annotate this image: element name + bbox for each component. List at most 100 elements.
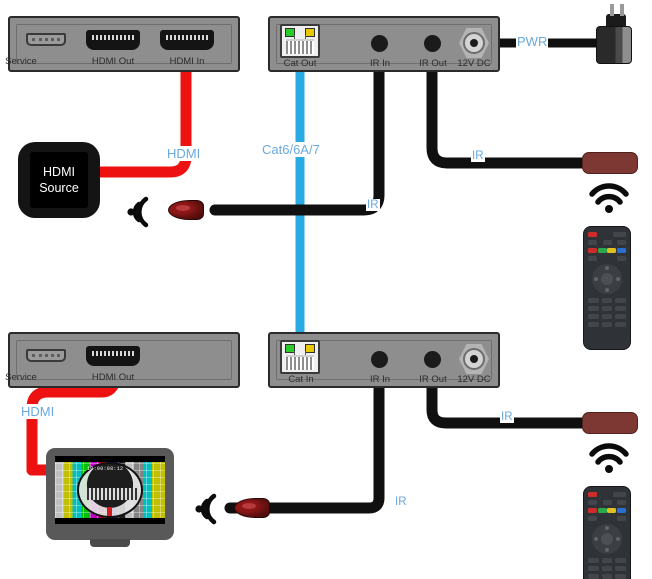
cable-label-ir-top-emitter: IR bbox=[366, 199, 380, 211]
ir-remote-bottom[interactable] bbox=[583, 486, 631, 579]
remote-yellow-button[interactable] bbox=[607, 508, 617, 513]
ir-receiver-top[interactable] bbox=[582, 152, 638, 174]
port-hdmi-out-transmitter[interactable] bbox=[86, 30, 140, 50]
remote-dpad-down[interactable] bbox=[605, 288, 609, 292]
remote-key-0[interactable] bbox=[601, 322, 613, 327]
ir-signal-waves-top-left bbox=[118, 195, 152, 234]
remote-yellow-button[interactable] bbox=[607, 248, 617, 253]
ir-emitter-top[interactable] bbox=[168, 200, 208, 222]
port-ir-out-receiver[interactable] bbox=[424, 351, 441, 368]
ir-emitter-bulb bbox=[168, 200, 204, 220]
ir-remote-top[interactable] bbox=[583, 226, 631, 350]
remote-fn1-button[interactable] bbox=[588, 240, 597, 245]
hdmi-source-label-line2: Source bbox=[39, 180, 79, 195]
remote-key-9[interactable] bbox=[615, 314, 626, 319]
remote-key-8[interactable] bbox=[601, 574, 613, 579]
remote-dpad[interactable] bbox=[592, 264, 622, 294]
remote-back-button[interactable] bbox=[617, 516, 626, 521]
remote-dpad-right[interactable] bbox=[616, 537, 620, 541]
remote-color-row bbox=[588, 248, 626, 253]
port-label-dc-in-receiver: 12V DC bbox=[457, 374, 491, 385]
remote-ok-button[interactable] bbox=[601, 533, 613, 545]
power-adapter[interactable] bbox=[596, 4, 644, 70]
remote-red-button[interactable] bbox=[588, 248, 597, 253]
remote-key-6[interactable] bbox=[615, 566, 626, 571]
remote-key-hash[interactable] bbox=[615, 322, 626, 327]
remote-fn1-button[interactable] bbox=[588, 500, 597, 505]
remote-key-2[interactable] bbox=[601, 558, 613, 563]
rj45-link-led bbox=[285, 344, 295, 353]
port-service-transmitter[interactable] bbox=[26, 33, 66, 46]
remote-menu-button[interactable] bbox=[588, 516, 597, 521]
remote-fn3-button[interactable] bbox=[617, 240, 626, 245]
remote-dpad-left[interactable] bbox=[594, 537, 598, 541]
remote-func-row bbox=[588, 500, 626, 505]
remote-fn3-button[interactable] bbox=[617, 500, 626, 505]
remote-dpad[interactable] bbox=[592, 524, 622, 554]
remote-key-5[interactable] bbox=[601, 306, 613, 311]
ir-signal-waves-top-right bbox=[588, 182, 630, 219]
remote-power-button[interactable] bbox=[588, 232, 597, 237]
port-ir-in-receiver[interactable] bbox=[371, 351, 388, 368]
port-cat-in-receiver[interactable] bbox=[280, 340, 320, 374]
port-dc-in-receiver[interactable] bbox=[459, 344, 489, 374]
remote-dpad-left[interactable] bbox=[594, 277, 598, 281]
remote-key-3[interactable] bbox=[615, 558, 626, 563]
remote-keypad bbox=[588, 298, 626, 327]
remote-key-7[interactable] bbox=[588, 314, 599, 319]
port-service-receiver[interactable] bbox=[26, 349, 66, 362]
ir-emitter-bulb bbox=[234, 498, 270, 518]
remote-fn2-button[interactable] bbox=[602, 240, 612, 245]
remote-power-row bbox=[588, 492, 626, 497]
remote-blue-button[interactable] bbox=[616, 508, 626, 513]
port-cat-out-transmitter[interactable] bbox=[280, 24, 320, 58]
remote-power-button[interactable] bbox=[588, 492, 597, 497]
port-hdmi-out-receiver[interactable] bbox=[86, 346, 140, 366]
remote-dpad-right[interactable] bbox=[616, 277, 620, 281]
remote-dpad-up[interactable] bbox=[605, 526, 609, 530]
remote-key-4[interactable] bbox=[588, 566, 599, 571]
remote-back-button[interactable] bbox=[617, 256, 626, 261]
remote-blue-button[interactable] bbox=[616, 248, 626, 253]
remote-mute-button[interactable] bbox=[613, 492, 626, 497]
remote-key-star[interactable] bbox=[588, 322, 599, 327]
remote-key-3[interactable] bbox=[615, 298, 626, 303]
port-label-service-receiver: Service bbox=[5, 372, 37, 383]
remote-menu-button[interactable] bbox=[588, 256, 597, 261]
remote-nav-aux-row bbox=[588, 516, 626, 521]
port-ir-in-transmitter[interactable] bbox=[371, 35, 388, 52]
remote-green-button[interactable] bbox=[597, 248, 607, 253]
remote-dpad-down[interactable] bbox=[605, 548, 609, 552]
port-dc-in-transmitter[interactable] bbox=[459, 28, 489, 58]
remote-key-1[interactable] bbox=[588, 298, 599, 303]
power-adapter-prong-right bbox=[620, 4, 624, 16]
remote-red-button[interactable] bbox=[588, 508, 597, 513]
remote-key-6[interactable] bbox=[615, 306, 626, 311]
remote-key-2[interactable] bbox=[601, 298, 613, 303]
ir-receiver-bottom[interactable] bbox=[582, 412, 638, 434]
remote-mute-button[interactable] bbox=[613, 232, 626, 237]
tv-screen: 10:00:08:12 bbox=[55, 456, 165, 524]
port-ir-out-transmitter[interactable] bbox=[424, 35, 441, 52]
remote-key-8[interactable] bbox=[601, 314, 613, 319]
rj45-latch-notch bbox=[294, 35, 306, 41]
port-hdmi-in-transmitter[interactable] bbox=[160, 30, 214, 50]
remote-ok-button[interactable] bbox=[601, 273, 613, 285]
rj45-pins bbox=[286, 39, 314, 54]
remote-green-button[interactable] bbox=[597, 508, 607, 513]
remote-fn2-button[interactable] bbox=[602, 500, 612, 505]
port-label-hdmi-out-receiver: HDMI Out bbox=[91, 372, 135, 383]
remote-key-9[interactable] bbox=[615, 574, 626, 579]
hdmi-source-device[interactable]: HDMI Source bbox=[18, 142, 100, 218]
remote-keypad bbox=[588, 558, 626, 579]
rj45-activity-led bbox=[305, 28, 315, 37]
remote-key-1[interactable] bbox=[588, 558, 599, 563]
remote-key-5[interactable] bbox=[601, 566, 613, 571]
remote-key-7[interactable] bbox=[588, 574, 599, 579]
tv-display[interactable]: 10:00:08:12 bbox=[46, 448, 174, 547]
ir-emitter-bottom[interactable] bbox=[234, 498, 274, 520]
remote-dpad-up[interactable] bbox=[605, 266, 609, 270]
test-pattern-bottom-bar bbox=[55, 518, 165, 524]
ir-signal-waves-bottom-right bbox=[588, 442, 630, 479]
remote-key-4[interactable] bbox=[588, 306, 599, 311]
